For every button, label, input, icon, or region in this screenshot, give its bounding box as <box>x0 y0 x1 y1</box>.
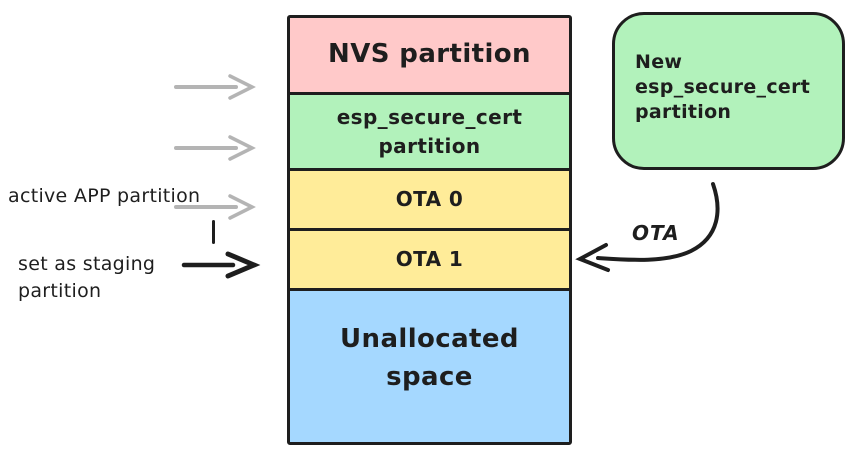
new-esp-secure-cert-box: New esp_secure_cert partition <box>612 12 845 170</box>
partition-ota1: OTA 1 <box>290 228 569 288</box>
gray-right-arrow-icon <box>174 194 256 220</box>
gray-right-arrow-icon <box>174 74 256 100</box>
ota-arrow-label: OTA <box>632 221 680 245</box>
new-esp-secure-cert-box-line2: partition <box>635 101 732 123</box>
active-app-partition-label: active APP partition <box>8 185 201 207</box>
black-right-arrow-icon <box>181 251 261 279</box>
partition-nvs: NVS partition <box>290 18 569 92</box>
ota-curved-arrow-icon <box>575 182 720 272</box>
partition-ota1-label: OTA 1 <box>395 247 464 271</box>
partition-unallocated: Unallocated space <box>290 288 569 442</box>
partition-ota0: OTA 0 <box>290 168 569 228</box>
partition-esp-secure-cert-label: esp_secure_cert partition <box>336 104 523 158</box>
flash-partition-stack: NVS partition esp_secure_cert partition … <box>287 15 572 445</box>
gray-right-arrow-icon <box>174 135 256 161</box>
partition-ota0-label: OTA 0 <box>395 187 464 211</box>
partition-esp-secure-cert: esp_secure_cert partition <box>290 92 569 168</box>
new-esp-secure-cert-box-line1: New esp_secure_cert <box>635 51 811 98</box>
partition-nvs-label: NVS partition <box>328 39 531 70</box>
partition-unallocated-label: Unallocated space <box>340 323 519 392</box>
set-as-staging-partition-label: set as staging partition <box>18 253 156 302</box>
vertical-tick-line <box>212 220 215 244</box>
